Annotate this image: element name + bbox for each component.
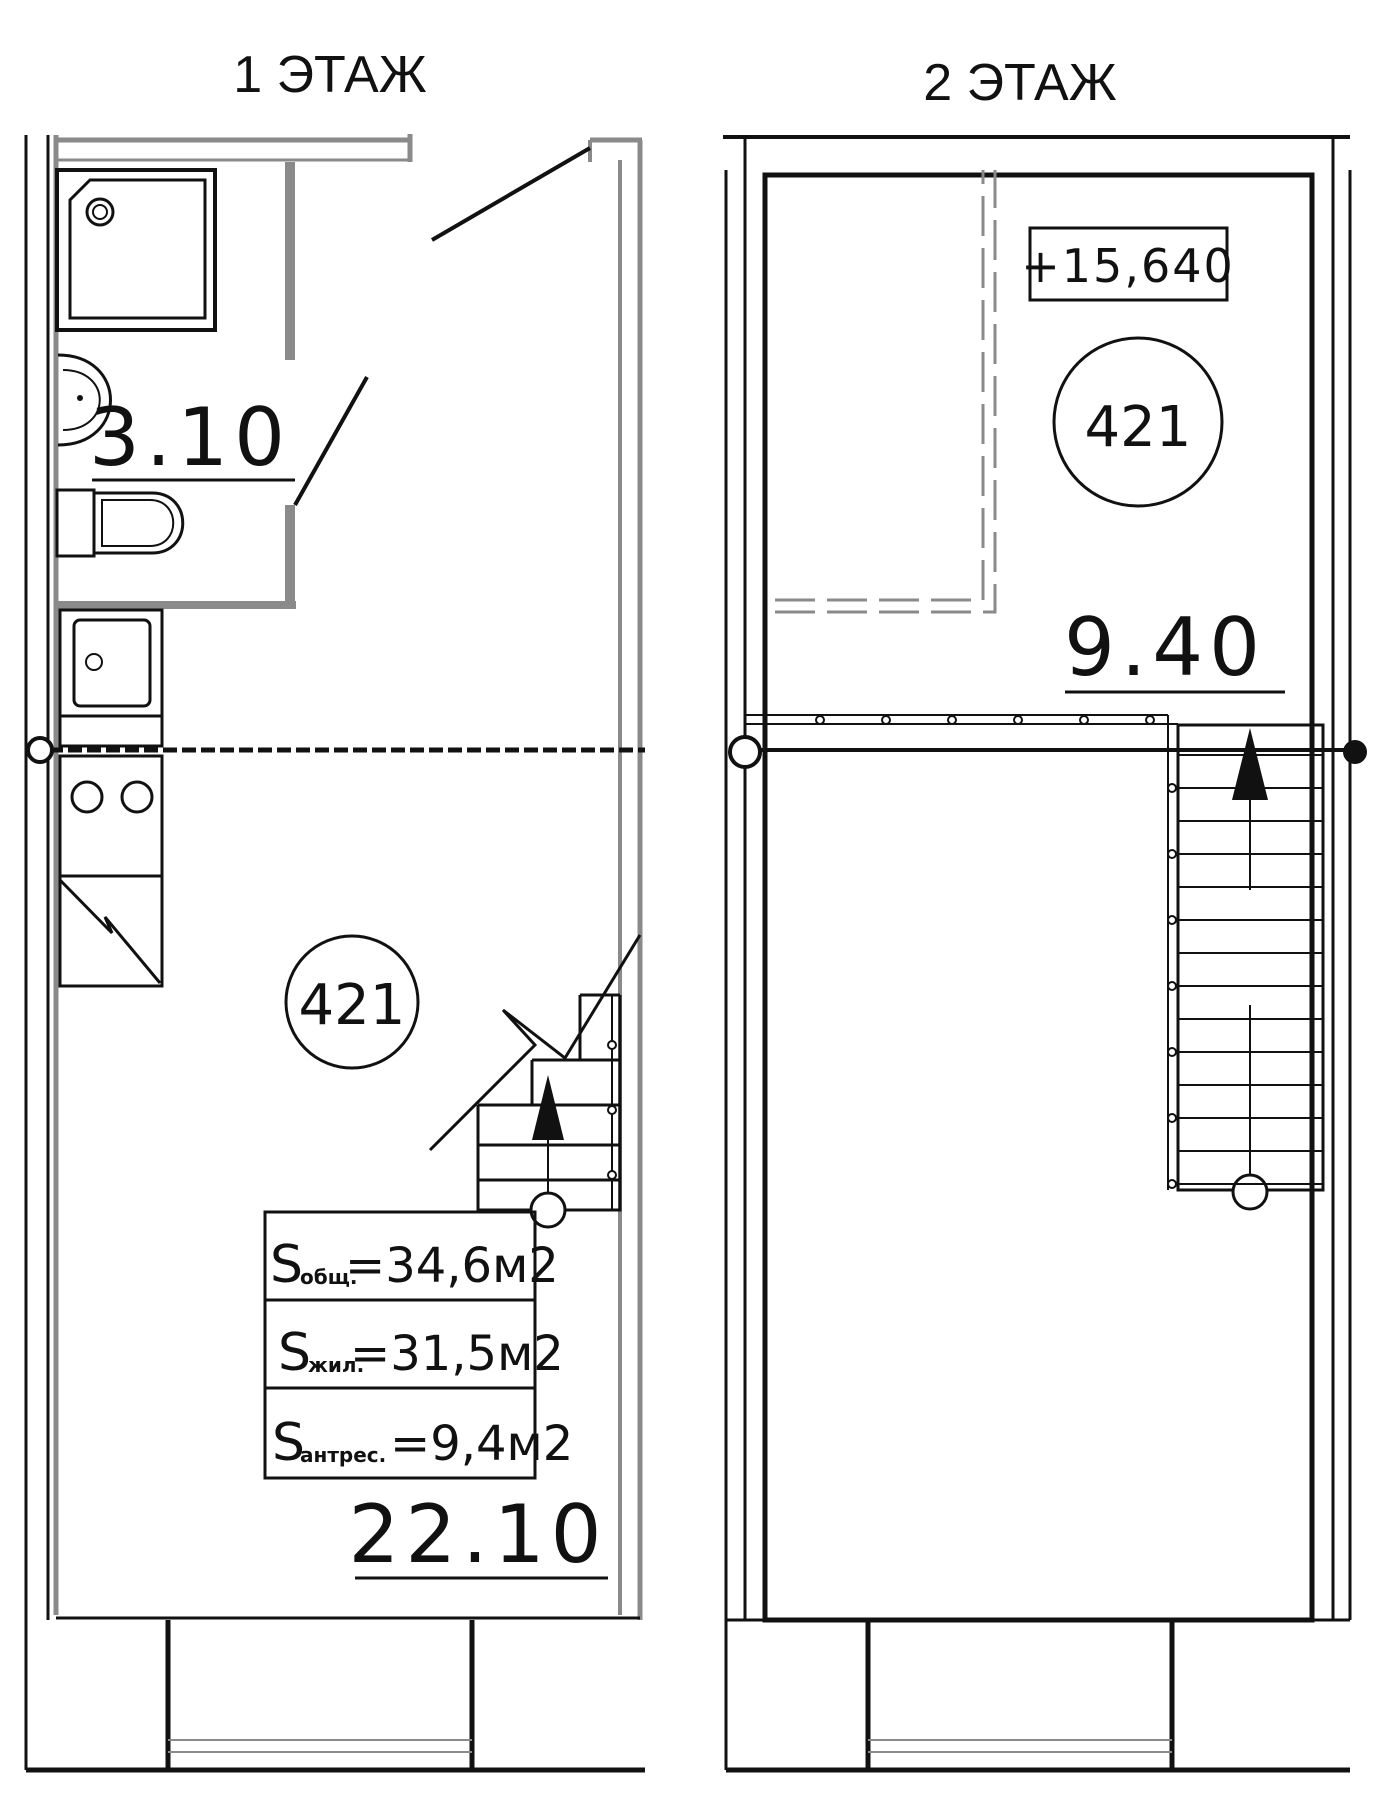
railing-post [1145, 715, 1155, 725]
mezzanine-area-label: 9.40 [1064, 601, 1266, 694]
floor-2-stair [1167, 715, 1325, 1211]
railing-post [947, 715, 957, 725]
area-total-symbol: S [270, 1235, 303, 1295]
floor-2-room-number: 421 [1085, 395, 1192, 460]
shower-tray [55, 168, 217, 332]
mezzanine-railing [745, 714, 1178, 725]
area-total-subscript: общ. [300, 1265, 357, 1289]
floor-1-stair [428, 934, 642, 1229]
kitchen-counter [58, 714, 164, 748]
railing-post [815, 715, 825, 725]
stair-baluster [1167, 783, 1177, 793]
area-total-row: S общ. =34,6м2 [270, 1235, 559, 1295]
floor-2-room-circle [1052, 336, 1224, 508]
area-living-symbol: S [278, 1323, 311, 1383]
floor-1-room-number: 421 [299, 973, 406, 1038]
floor-2-balcony [724, 1620, 1350, 1773]
railing-post [881, 715, 891, 725]
floor-1-title: 1 ЭТАЖ [233, 46, 426, 104]
area-living-value: =31,5м2 [350, 1326, 564, 1382]
floor-2-axis-marker-right [1343, 740, 1367, 764]
railing-post [1079, 715, 1089, 725]
entrance-door [430, 146, 592, 242]
floor-2-walls [723, 135, 1352, 1770]
area-total-value: =34,6м2 [345, 1238, 559, 1294]
kitchen-sink [58, 608, 164, 718]
stair-baluster [1167, 981, 1177, 991]
washbasin [57, 353, 112, 447]
area-mezzanine-row: S антрес. =9,4м2 [272, 1413, 573, 1473]
stair-baluster [1167, 1047, 1177, 1057]
floor-2-axis-marker-left [728, 735, 762, 769]
bathroom-door [293, 376, 369, 506]
cooktop [58, 754, 164, 878]
railing-post [1013, 715, 1023, 725]
area-mezzanine-value: =9,4м2 [390, 1416, 573, 1472]
main-area-label: 22.10 [348, 1488, 607, 1581]
lower-level-outline [775, 170, 997, 614]
area-living-subscript: жил. [308, 1353, 364, 1377]
elevation-box [1028, 226, 1229, 302]
toilet [55, 488, 185, 558]
stair-baluster [1167, 1113, 1177, 1123]
stair-baluster [1167, 915, 1177, 925]
kitchen-cabinet [58, 874, 164, 988]
floor-2-plan: +15,640 421 9.40 [723, 135, 1367, 1773]
floor-2-title: 2 ЭТАЖ [923, 54, 1116, 112]
floor-1-balcony [24, 1620, 645, 1773]
floor-1-plan: 3.10 421 [24, 134, 645, 1773]
floor-1-room-circle [284, 934, 420, 1070]
stair-baluster [1167, 1179, 1177, 1189]
stair-baluster [1167, 849, 1177, 859]
floor-1-axis-marker [26, 736, 54, 764]
area-mezzanine-subscript: антрес. [300, 1443, 386, 1467]
area-table: S общ. =34,6м2 S жил. =31,5м2 S антрес. … [263, 1210, 573, 1480]
bathroom-area-label: 3.10 [89, 391, 291, 484]
area-living-row: S жил. =31,5м2 [278, 1323, 564, 1383]
floor-1-walls [24, 134, 643, 1620]
area-mezzanine-symbol: S [272, 1413, 305, 1473]
elevation-mark: +15,640 [1021, 239, 1235, 293]
